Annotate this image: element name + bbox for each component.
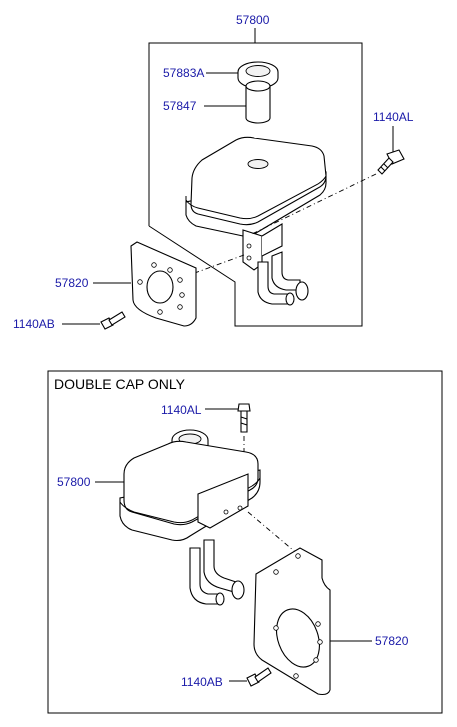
assembly-frame-top — [148, 42, 363, 327]
callout-57847: 57847 — [163, 99, 197, 113]
bolt-1140ab-bottom — [246, 667, 272, 687]
double-cap-panel: DOUBLE CAP ONLY 1140AL 57800 — [47, 370, 443, 714]
callout-1140al-top: 1140AL — [373, 110, 414, 124]
centerline-bolt-top — [251, 173, 377, 235]
bolt-1140al-top — [377, 149, 405, 175]
callout-57800-top: 57800 — [236, 13, 270, 27]
bolt-1140al-bottom — [237, 403, 251, 433]
callout-57800-bottom: 57800 — [57, 475, 91, 489]
centerline-bracket-top — [169, 254, 245, 283]
hose-outlets-top — [257, 251, 309, 306]
tank-bracket-bottom — [197, 473, 249, 529]
panel-border — [47, 370, 443, 714]
centerline-bracket-bottom — [247, 511, 301, 557]
mounting-plate-57820-top — [130, 241, 197, 327]
tank-bracket-top — [242, 223, 283, 271]
callout-1140ab-top: 1140AB — [13, 317, 55, 331]
reservoir-tank-top — [185, 136, 327, 237]
bolt-1140ab-top — [100, 311, 126, 330]
callout-57820-bottom: 57820 — [375, 634, 409, 648]
callout-1140al-bottom: 1140AL — [161, 403, 202, 417]
panel-title: DOUBLE CAP ONLY — [54, 376, 186, 392]
hose-outlets-bottom — [189, 539, 245, 606]
callout-57820-top: 57820 — [55, 276, 89, 290]
filler-neck-57847 — [245, 80, 271, 124]
callout-57883a: 57883A — [163, 66, 204, 80]
mounting-plate-57820-bottom — [253, 547, 331, 696]
top-assembly: 57800 57883A 57847 — [13, 13, 414, 331]
callout-1140ab-bottom: 1140AB — [181, 675, 223, 689]
